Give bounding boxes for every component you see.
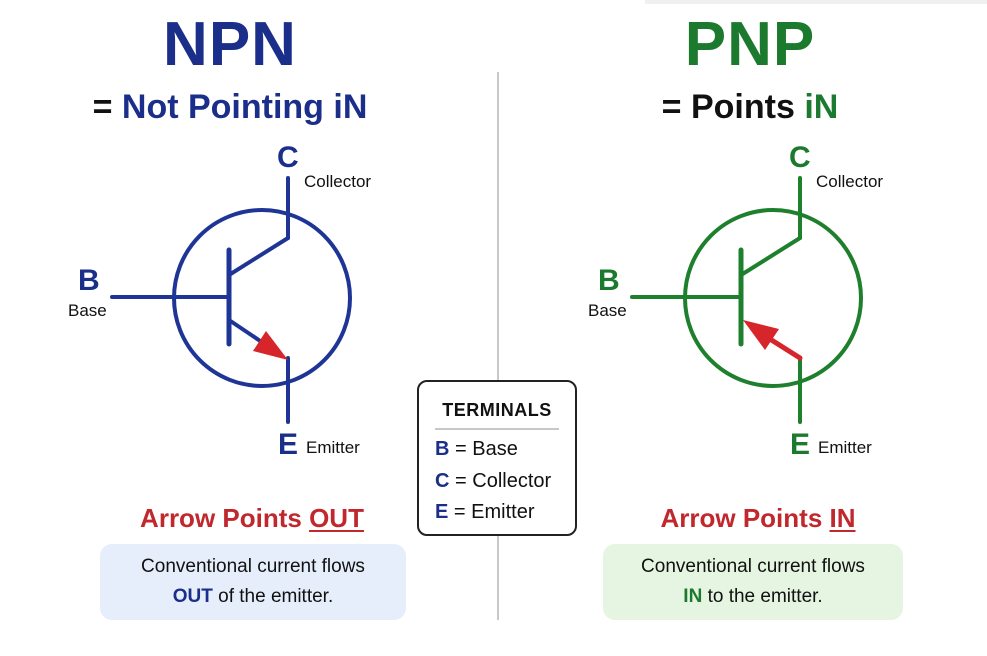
npn-subtitle-end: N [342,88,368,126]
npn-note-keyword: OUT [172,586,213,607]
center-divider [497,72,499,620]
pnp-title: PNP [684,10,816,79]
npn-base-letter: B [78,264,100,297]
pnp-emitter-name: Emitter [818,438,872,457]
legend-key: B [435,438,450,460]
pnp-arrow-caption-prefix: Arrow Points [660,503,830,533]
pnp-collector-name: Collector [816,172,884,191]
pnp-subtitle-mid: i [804,88,814,126]
pnp-note-rest: to the emitter. [702,586,823,607]
pnp-symbol [630,176,863,424]
pnp-note-line2: IN to the emitter. [603,582,903,612]
npn-subtitle-prefix: = [92,88,122,126]
npn-note-line2: OUT of the emitter. [100,582,406,612]
pnp-subtitle: = Points iN [580,90,920,124]
pnp-collector-letter: C [789,141,811,174]
npn-collector-letter: C [277,141,299,174]
npn-note-line1: Conventional current flows [141,556,365,577]
legend-key: C [435,470,450,492]
legend-title: TERMINALS [442,400,552,420]
legend-value: = Collector [449,470,552,492]
npn-current-note: Conventional current flows OUT of the em… [100,544,406,620]
terminals-legend: TERMINALS B = Base C = Collector E = Emi… [417,380,577,536]
legend-key: E [435,501,449,523]
npn-arrow-caption: Arrow Points OUT [92,505,412,531]
npn-collector-diagonal [227,236,290,277]
npn-note-rest: of the emitter. [212,586,334,607]
pnp-base-name: Base [588,301,627,320]
pnp-arrow-caption-keyword: IN [829,503,856,533]
pnp-note-line1: Conventional current flows [641,556,865,577]
npn-base-name: Base [68,301,107,320]
pnp-current-note: Conventional current flows IN to the emi… [603,544,903,620]
legend-row-emitter: E = Emitter [435,501,534,524]
pnp-note-keyword: IN [683,586,703,607]
pnp-subtitle-end: N [813,88,839,126]
legend-value: = Base [449,438,518,460]
legend-row-base: B = Base [435,438,518,461]
pnp-emitter-letter: E [790,428,811,461]
npn-arrow-caption-prefix: Arrow Points [140,503,310,533]
npn-arrow-caption-keyword: OUT [309,503,364,533]
npn-symbol [110,176,352,424]
npn-emitter-arrow [253,331,288,360]
npn-subtitle: = Not Pointing iN [60,90,400,124]
legend-value: = Emitter [448,501,535,523]
npn-subtitle-mid: Not Pointing i [121,88,343,126]
npn-emitter-letter: E [278,428,299,461]
npn-title: NPN [163,10,297,79]
legend-divider [435,428,559,430]
pnp-collector-diagonal [739,236,802,277]
top-edge-band [645,0,987,4]
pnp-subtitle-prefix: = Points [661,88,805,126]
legend-row-collector: C = Collector [435,470,551,493]
npn-collector-name: Collector [304,172,372,191]
pnp-emitter-arrow [743,320,779,350]
pnp-base-letter: B [598,264,620,297]
pnp-arrow-caption: Arrow Points IN [598,505,918,531]
npn-emitter-name: Emitter [306,438,360,457]
